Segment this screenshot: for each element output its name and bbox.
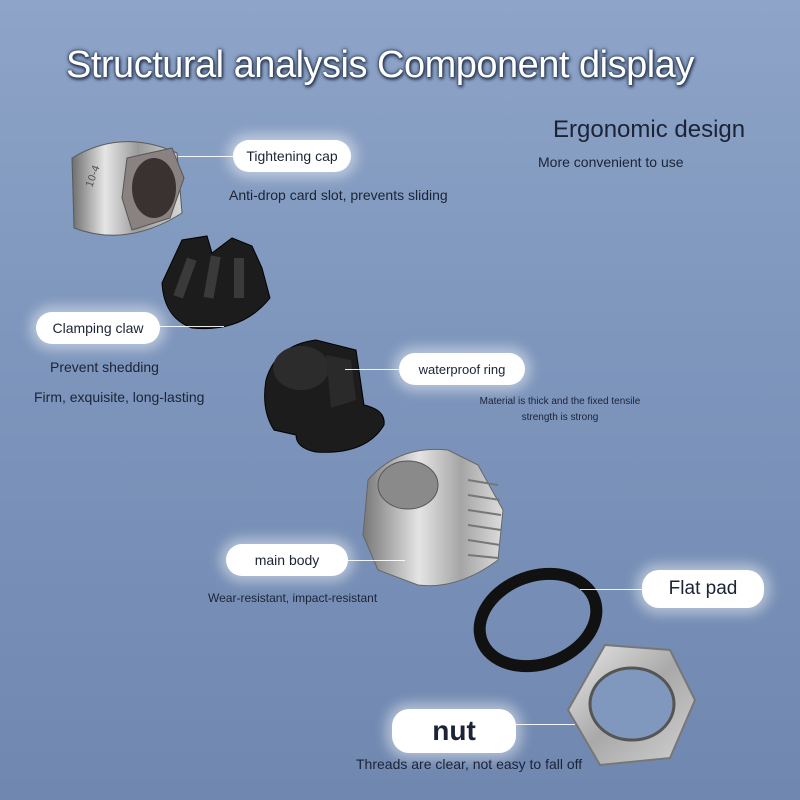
page-title: Structural analysis Component display bbox=[66, 44, 694, 86]
nut-note: Threads are clear, not easy to fall off bbox=[356, 756, 583, 772]
clamping-claw-note-1: Prevent shedding bbox=[50, 359, 159, 375]
nut-leader bbox=[505, 724, 575, 725]
main-body-leader bbox=[330, 560, 405, 561]
ergonomic-design-heading: Ergonomic design bbox=[553, 116, 746, 143]
clamping-claw-leader bbox=[154, 326, 224, 327]
tightening-cap-label: Tightening cap bbox=[233, 140, 351, 172]
tightening-cap-leader bbox=[178, 156, 248, 157]
tightening-cap-note: Anti-drop card slot, prevents sliding bbox=[229, 187, 448, 203]
clamping-claw-label: Clamping claw bbox=[36, 312, 160, 344]
waterproof-ring-note: Material is thick and the fixed tensile … bbox=[479, 396, 641, 423]
flat-pad-label: Flat pad bbox=[642, 570, 764, 608]
main-body-image bbox=[362, 448, 504, 587]
tightening-cap-image: 10-4 bbox=[71, 141, 185, 236]
ergonomic-design-subtitle: More convenient to use bbox=[538, 154, 684, 170]
main-body-label: main body bbox=[226, 544, 348, 576]
clamping-claw-image bbox=[161, 235, 271, 330]
nut-image bbox=[566, 643, 697, 767]
waterproof-ring-leader bbox=[345, 369, 405, 370]
clamping-claw-note-2: Firm, exquisite, long-lasting bbox=[34, 389, 205, 405]
main-body-note: Wear-resistant, impact-resistant bbox=[208, 591, 378, 605]
flat-pad-leader bbox=[580, 589, 645, 590]
waterproof-ring-label: waterproof ring bbox=[399, 353, 525, 385]
nut-label: nut bbox=[392, 709, 516, 753]
flat-pad-image bbox=[473, 567, 603, 673]
waterproof-ring-image bbox=[264, 339, 385, 453]
